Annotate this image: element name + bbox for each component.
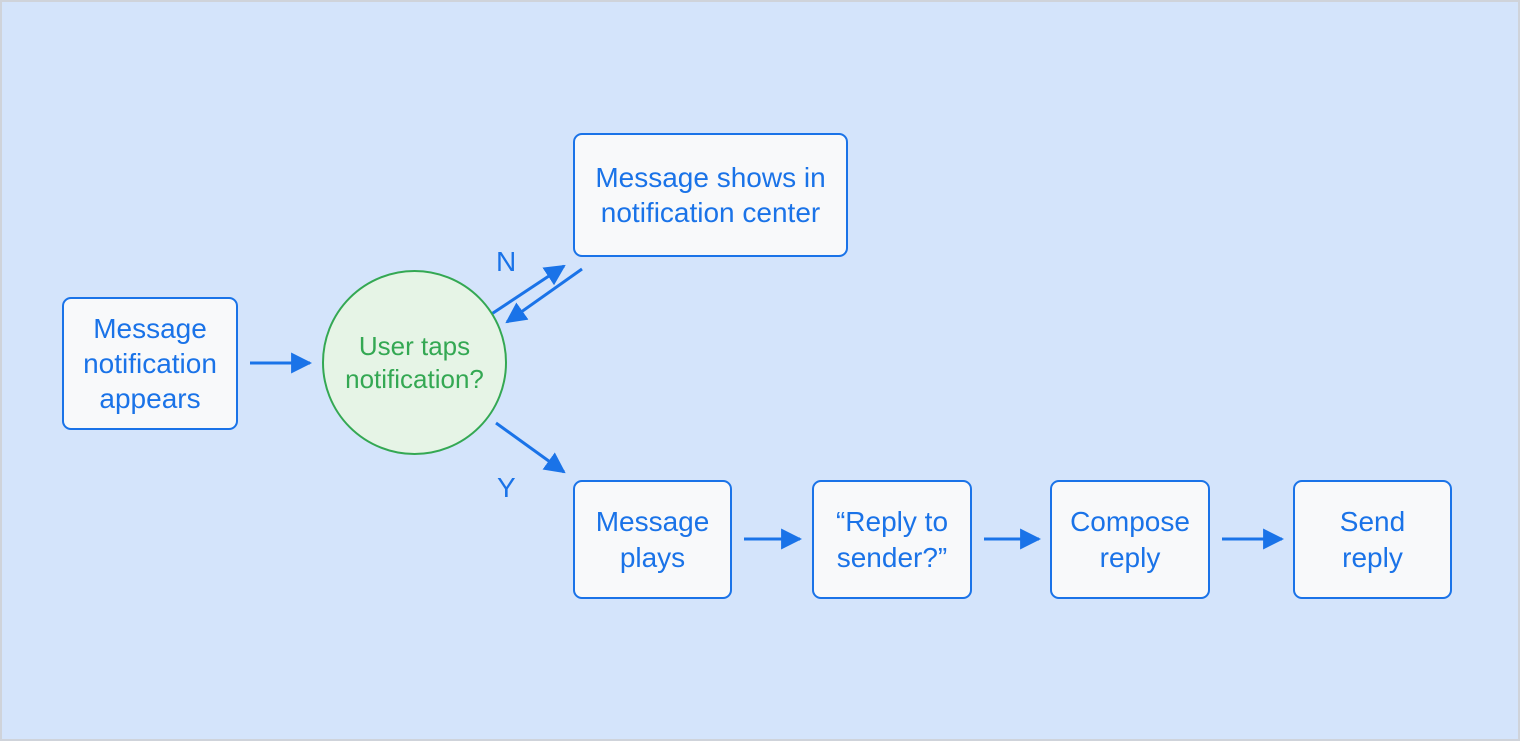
edge-decision-to-message-plays [495,421,566,474]
node-message-plays[interactable]: Message plays [573,480,732,599]
node-message-notification-appears[interactable]: Message notification appears [62,297,238,430]
node-message-shows-in-notification-center[interactable]: Message shows in notification center [573,133,848,257]
edge-notification-center-to-decision [505,267,583,324]
node-label: Message notification appears [83,312,217,415]
node-user-taps-notification[interactable]: User taps notification? [322,270,507,455]
node-label: “Reply to sender?” [835,506,949,573]
edge-label-y: Y [497,472,516,503]
node-label: User taps notification? [345,330,484,394]
node-label: Send reply [1339,506,1406,573]
edge-label-n: N [496,246,517,277]
node-label: Message plays [595,506,710,573]
node-reply-to-sender[interactable]: “Reply to sender?” [812,480,972,599]
node-send-reply[interactable]: Send reply [1293,480,1452,599]
node-label: Compose reply [1070,506,1190,573]
node-label: Message shows in notification center [595,161,826,228]
edge-decision-to-notification-center [489,264,566,317]
node-compose-reply[interactable]: Compose reply [1050,480,1210,599]
